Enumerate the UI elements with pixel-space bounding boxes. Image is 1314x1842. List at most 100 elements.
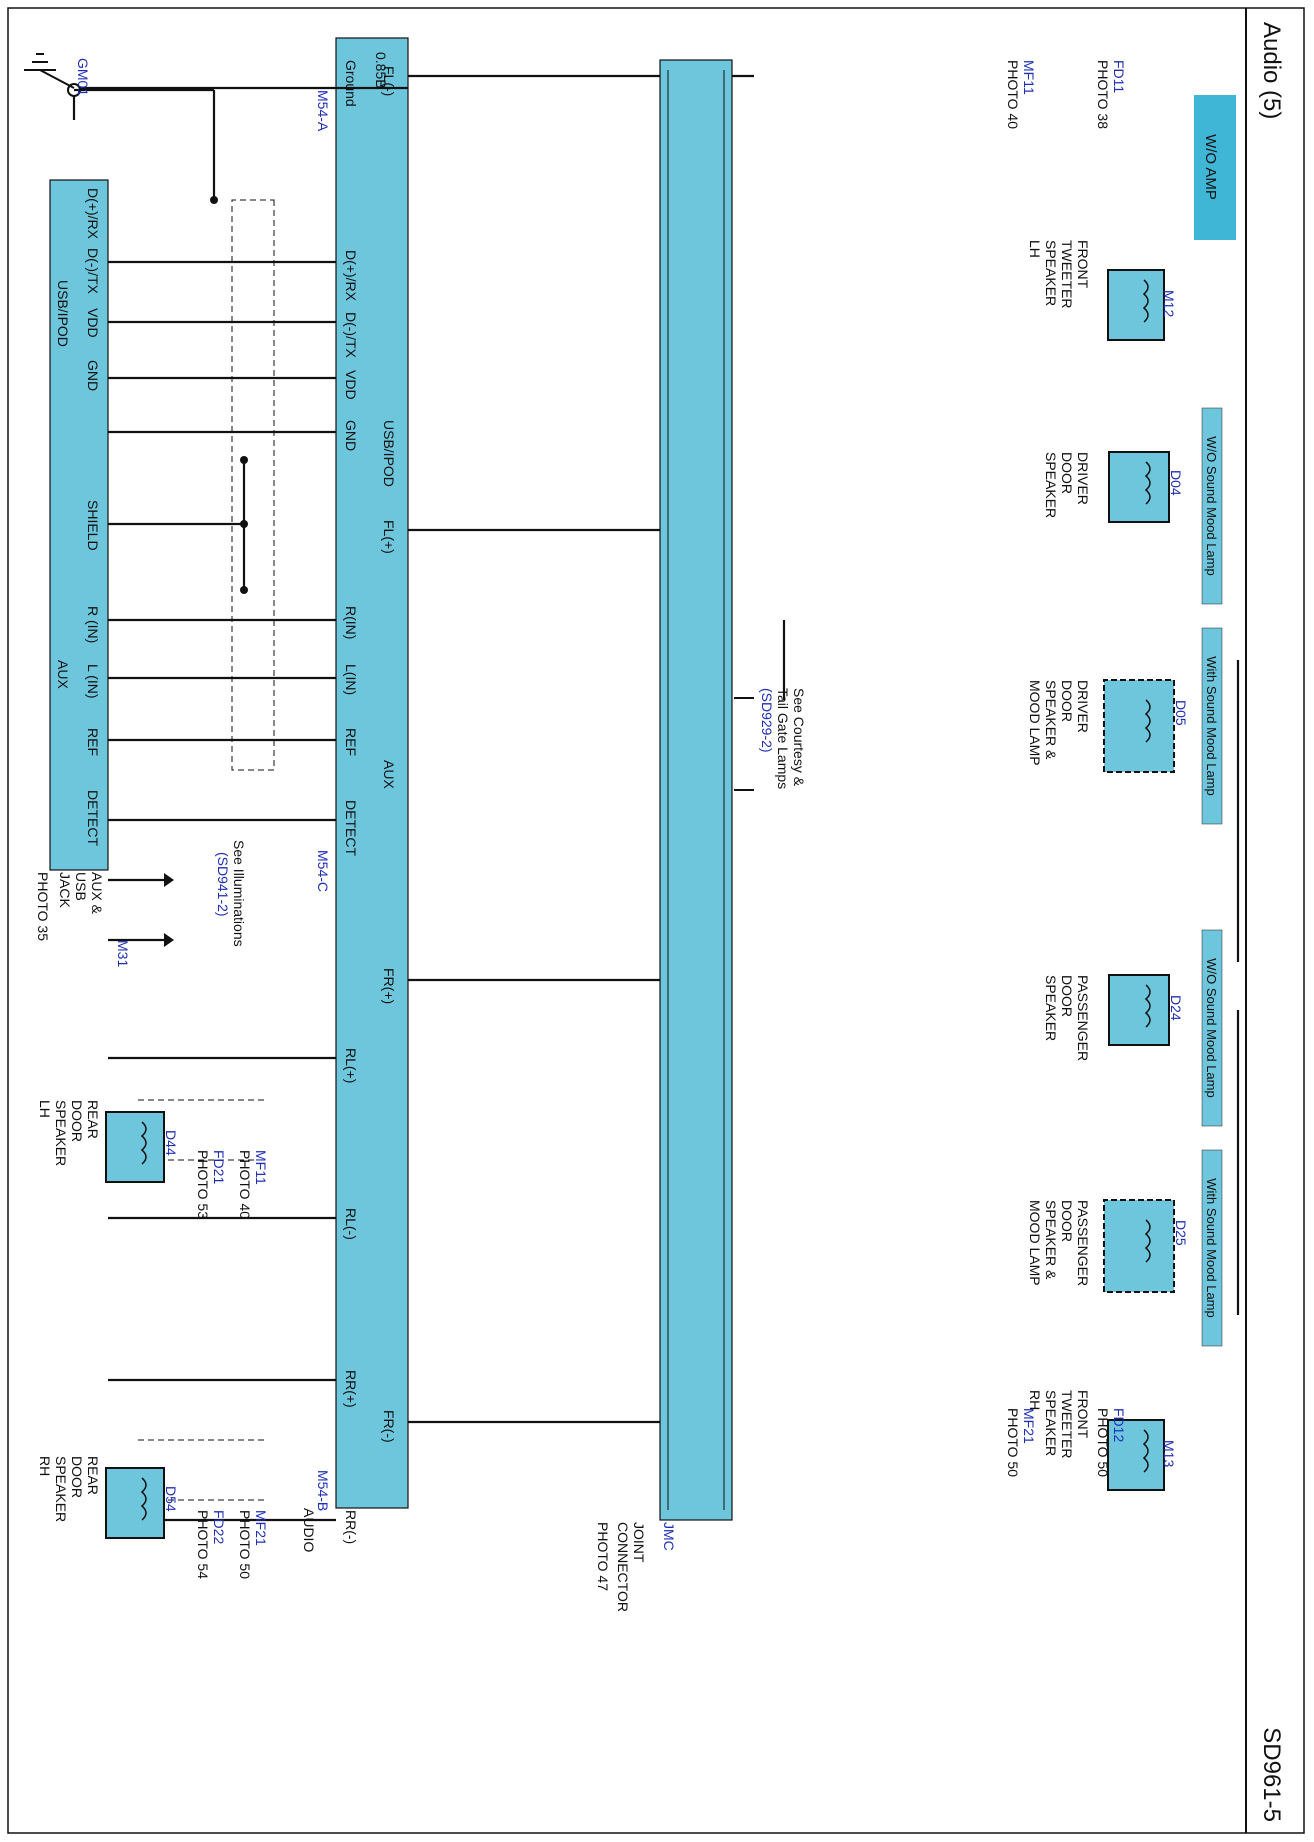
svg-text:L(IN): L(IN): [343, 664, 359, 695]
svg-text:SHIELD: SHIELD: [85, 500, 101, 551]
svg-text:D05: D05: [1173, 700, 1189, 726]
svg-text:PASSENGER: PASSENGER: [1075, 1200, 1091, 1286]
coil-icon: [1144, 1219, 1151, 1263]
coil-icon: [1142, 279, 1149, 323]
jmc-conn-label: JMC: [661, 1522, 677, 1551]
svg-text:(SD941-2): (SD941-2): [215, 852, 231, 917]
svg-text:D04: D04: [1168, 470, 1184, 496]
page-code: SD961-5: [1258, 1727, 1285, 1822]
svg-text:LH: LH: [1027, 240, 1043, 258]
mood-label-4: With Sound Mood Lamp: [1201, 1149, 1223, 1347]
svg-text:SPEAKER: SPEAKER: [53, 1456, 69, 1522]
svg-text:USB/IPOD: USB/IPOD: [55, 280, 71, 347]
svg-text:TWEETER: TWEETER: [1059, 240, 1075, 308]
svg-text:TWEETER: TWEETER: [1059, 1390, 1075, 1458]
svg-text:PHOTO 47: PHOTO 47: [595, 1522, 611, 1591]
ground-symbol-icon: [24, 53, 56, 71]
svg-text:FL(-): FL(-): [381, 66, 397, 96]
svg-text:D24: D24: [1168, 995, 1184, 1021]
svg-text:D54: D54: [163, 1486, 179, 1512]
svg-text:FRONT: FRONT: [1075, 1390, 1091, 1439]
svg-text:Ground: Ground: [343, 60, 359, 107]
svg-text:RH: RH: [1027, 1390, 1043, 1410]
svg-text:PHOTO 53: PHOTO 53: [195, 1150, 211, 1219]
svg-text:W/O Sound Mood Lamp: W/O Sound Mood Lamp: [1204, 958, 1219, 1097]
audio-unit-box: [335, 37, 409, 1509]
svg-text:PHOTO 40: PHOTO 40: [237, 1150, 253, 1219]
coil-icon: [1144, 699, 1151, 743]
svg-text:MOOD LAMP: MOOD LAMP: [1027, 680, 1043, 766]
svg-text:MF21: MF21: [253, 1510, 269, 1546]
svg-text:FD12: FD12: [1111, 1408, 1127, 1442]
svg-text:FL(+): FL(+): [381, 520, 397, 554]
svg-text:FD22: FD22: [211, 1510, 227, 1544]
svg-text:With Sound Mood Lamp: With Sound Mood Lamp: [1204, 1178, 1219, 1317]
audio-pin-labels: FL(-) FL(+) FR(+) FR(-) Ground USB/IPOD …: [301, 60, 397, 1552]
speaker-titles: FRONT TWEETER SPEAKER LH DRIVER DOOR SPE…: [37, 240, 1091, 1522]
speaker-rear-door-rh: D54: [105, 1467, 179, 1539]
svg-text:PHOTO 35: PHOTO 35: [35, 872, 51, 941]
svg-text:FD11: FD11: [1111, 60, 1127, 93]
coil-icon: [140, 1121, 147, 1165]
svg-text:RL(+): RL(+): [343, 1048, 359, 1083]
svg-text:M54-B: M54-B: [315, 1470, 331, 1511]
ground-id: GM01: [75, 58, 91, 96]
mood-label-3: W/O Sound Mood Lamp: [1201, 929, 1223, 1127]
coil-icon: [1142, 1429, 1149, 1473]
svg-text:CONNECTOR: CONNECTOR: [615, 1522, 631, 1612]
speaker-front-tweeter-lh: M12: [1107, 269, 1177, 341]
svg-text:AUDIO: AUDIO: [301, 1508, 317, 1552]
svg-text:L (IN): L (IN): [85, 664, 101, 698]
svg-text:GND: GND: [85, 360, 101, 391]
svg-text:D(-)/TX: D(-)/TX: [343, 312, 359, 359]
svg-text:Tail Gate Lamps: Tail Gate Lamps: [775, 688, 791, 789]
svg-text:GND: GND: [343, 420, 359, 451]
svg-text:SPEAKER: SPEAKER: [1043, 975, 1059, 1041]
inline-connector-labels: MF11 PHOTO 40 FD11 PHOTO 38 MF21 PHOTO 5…: [195, 60, 1127, 1579]
svg-text:LH: LH: [37, 1100, 53, 1118]
svg-text:D25: D25: [1173, 1220, 1189, 1246]
svg-text:MF11: MF11: [253, 1150, 269, 1185]
svg-text:AUX: AUX: [55, 660, 71, 689]
svg-text:D44: D44: [163, 1130, 179, 1156]
svg-text:DRIVER: DRIVER: [1075, 680, 1091, 733]
svg-text:M13: M13: [1161, 1440, 1177, 1467]
svg-text:M54-C: M54-C: [315, 850, 331, 892]
speaker-rear-door-lh: D44: [105, 1111, 179, 1183]
svg-text:DRIVER: DRIVER: [1075, 452, 1091, 505]
page-title: Audio (5): [1258, 22, 1285, 119]
svg-text:DOOR: DOOR: [1059, 452, 1075, 494]
coil-icon: [140, 1477, 147, 1521]
svg-text:D(+)/RX: D(+)/RX: [343, 250, 359, 302]
svg-text:SPEAKER: SPEAKER: [1043, 240, 1059, 306]
svg-text:JOINT: JOINT: [631, 1522, 647, 1563]
svg-text:SPEAKER &: SPEAKER &: [1043, 680, 1059, 760]
svg-text:See Illuminations: See Illuminations: [231, 840, 247, 947]
svg-text:FRONT: FRONT: [1075, 240, 1091, 289]
svg-text:PHOTO 38: PHOTO 38: [1095, 60, 1111, 129]
svg-text:USB/IPOD: USB/IPOD: [381, 420, 397, 487]
svg-text:VDD: VDD: [343, 370, 359, 400]
usb-aux-wires: [108, 199, 336, 947]
svg-text:DOOR: DOOR: [1059, 680, 1075, 722]
svg-text:(SD929-2): (SD929-2): [759, 688, 775, 753]
mood-label-1: W/O Sound Mood Lamp: [1201, 407, 1223, 605]
speaker-driver-door: D04: [1108, 451, 1184, 523]
ground-wire: 0.85B: [373, 52, 389, 89]
svg-text:DOOR: DOOR: [69, 1456, 85, 1498]
amp-banner-bg: [1194, 95, 1236, 240]
svg-text:PASSENGER: PASSENGER: [1075, 975, 1091, 1061]
svg-text:R (IN): R (IN): [85, 606, 101, 643]
svg-text:FR(+): FR(+): [381, 968, 397, 1004]
svg-text:FD21: FD21: [211, 1150, 227, 1184]
svg-text:SPEAKER: SPEAKER: [1043, 452, 1059, 518]
svg-text:PHOTO 50: PHOTO 50: [237, 1510, 253, 1579]
svg-text:MF21: MF21: [1021, 1408, 1037, 1444]
svg-text:RR(+): RR(+): [343, 1370, 359, 1408]
svg-text:See Courtesy &: See Courtesy &: [791, 688, 807, 787]
svg-text:RH: RH: [37, 1456, 53, 1476]
svg-text:USB: USB: [73, 872, 89, 901]
